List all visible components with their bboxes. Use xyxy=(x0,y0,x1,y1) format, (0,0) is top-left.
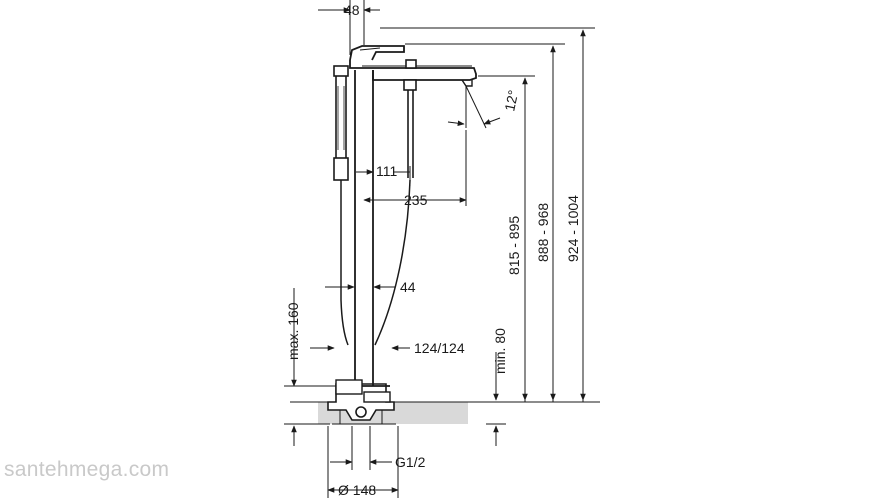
dim-height-total: 924 - 1004 xyxy=(565,195,581,262)
watermark: santehmega.com xyxy=(4,458,170,481)
dim-height-lever: 888 - 968 xyxy=(535,203,551,262)
dim-base-diameter: Ø 148 xyxy=(338,482,376,498)
dim-tilt-angle: 12° xyxy=(501,89,521,113)
dim-min-floor: min. 80 xyxy=(492,328,508,374)
spout xyxy=(349,60,477,87)
diverter-knob xyxy=(403,59,417,178)
dim-spout-reach: 235 xyxy=(404,192,428,208)
dim-column-width: 44 xyxy=(400,279,416,295)
lever-handle xyxy=(349,45,405,61)
column xyxy=(335,70,391,403)
hose-left xyxy=(340,180,349,346)
dim-hose-offset: 124/124 xyxy=(414,340,465,356)
dim-max-floor: max. 160 xyxy=(285,302,301,360)
dim-connection: G1/2 xyxy=(395,454,426,470)
hand-shower xyxy=(333,65,349,181)
dim-top-width: 48 xyxy=(344,2,360,18)
dim-spout-offset: 111 xyxy=(376,163,397,179)
dim-height-spout: 815 - 895 xyxy=(506,216,522,275)
dimension-lines xyxy=(284,0,600,498)
